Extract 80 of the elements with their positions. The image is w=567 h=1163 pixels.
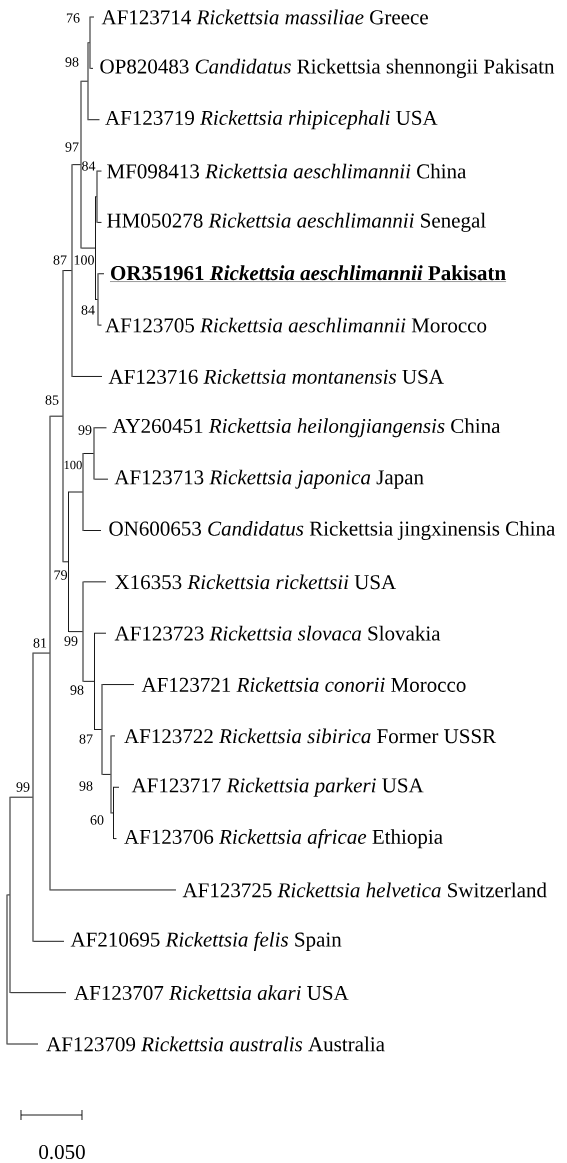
taxon-label: ON600653 Candidatus Rickettsia jingxinensis China <box>109 520 556 541</box>
bootstrap-value: 81 <box>33 638 47 648</box>
bootstrap-value: 84 <box>81 305 95 315</box>
branch-line <box>63 561 69 563</box>
taxon-label: AF123723 Rickettsia slovaca Slovakia <box>114 625 441 641</box>
taxon-label: AF123705 Rickettsia aeschlimannii Morocco <box>105 317 487 333</box>
taxon-label: HM050278 Rickettsia aeschlimannii Senegal <box>107 212 486 232</box>
branch-line <box>68 491 83 493</box>
bootstrap-value: 100 <box>74 255 94 265</box>
bootstrap-value: 76 <box>66 13 80 23</box>
bootstrap-value: 99 <box>16 782 30 792</box>
branch-line <box>98 324 102 326</box>
bootstrap-value: 100 <box>64 460 82 470</box>
taxon-label: AF123725 Rickettsia helvetica Switzerland <box>182 882 547 898</box>
branch-line <box>63 270 72 271</box>
taxon-label: OP820483 Candidatus Rickettsia shennongii Pakisatn <box>100 58 555 78</box>
taxon-label: AF123722 Rickettsia sibirica Former USSR <box>124 728 497 744</box>
bootstrap-value: 97 <box>65 142 79 152</box>
branch-line <box>111 812 114 814</box>
taxon-label: AF210695 Rickettsia felis Spain <box>70 931 342 951</box>
branch-line <box>7 1043 39 1045</box>
bootstrap-value: 85 <box>45 395 59 405</box>
taxon-label: AF123719 Rickettsia rhipicephali USA <box>105 110 438 130</box>
branch-line <box>88 42 90 44</box>
branch-line <box>83 581 107 583</box>
branch-line <box>97 221 102 223</box>
taxon-label: AY260451 Rickettsia heilongjiangensis China <box>112 418 501 438</box>
branch-line <box>83 530 102 531</box>
scale-value: 0.050 <box>39 1144 85 1160</box>
branch-line <box>94 478 109 480</box>
branch-line <box>83 680 95 682</box>
bootstrap-value: 87 <box>79 734 93 744</box>
bootstrap-value: 79 <box>54 570 68 580</box>
branch-line <box>94 729 102 730</box>
branch-line <box>10 796 33 798</box>
branch-line <box>95 196 97 198</box>
taxon-label: AF123706 Rickettsia africae Ethiopia <box>124 829 443 849</box>
bootstrap-value: 98 <box>79 781 93 791</box>
branch-line <box>81 247 96 249</box>
branch-line <box>88 119 100 121</box>
bootstrap-value: 87 <box>53 255 67 265</box>
taxon-label: AF123717 Rickettsia parkeri USA <box>131 777 424 797</box>
taxon-label: AF123714 Rickettsia massiliae Greece <box>101 9 428 25</box>
branch-line <box>90 67 94 69</box>
taxon-label: MF098413 Rickettsia aeschlimannii China <box>107 163 467 179</box>
taxon-label: AF123707 Rickettsia akari USA <box>74 985 349 1001</box>
taxon-label: AF123721 Rickettsia conorii Morocco <box>141 677 466 692</box>
branch-line <box>94 632 107 634</box>
bootstrap-value: 99 <box>64 636 78 646</box>
bootstrap-value: 98 <box>65 57 79 67</box>
branch-line <box>33 652 50 654</box>
branch-line <box>83 453 94 454</box>
branch-line <box>72 376 103 377</box>
branch-line <box>90 16 95 18</box>
branch-line <box>98 273 105 275</box>
taxon-label: AF123709 Rickettsia australis Australia <box>46 1036 385 1052</box>
branch-line <box>7 894 10 896</box>
branch-line <box>113 838 117 840</box>
branch-line <box>94 427 107 429</box>
bootstrap-value: 60 <box>90 815 104 825</box>
branch-line <box>10 992 67 994</box>
taxon-label: AF123716 Rickettsia montanensis USA <box>108 369 444 384</box>
branch-line <box>111 735 116 737</box>
branch-line <box>72 164 81 166</box>
branch-line <box>95 299 98 300</box>
branch-line <box>50 415 63 417</box>
branch-line <box>81 80 88 82</box>
bootstrap-value: 99 <box>78 425 92 435</box>
branch-line <box>97 170 102 172</box>
branch-line <box>33 940 65 942</box>
branch-line <box>68 631 83 633</box>
taxon-label: AF123713 Rickettsia japonica Japan <box>114 469 424 489</box>
branch-line <box>102 773 111 775</box>
bootstrap-value: 98 <box>70 685 84 695</box>
branch-line <box>102 684 135 685</box>
bootstrap-value: 84 <box>82 161 96 171</box>
taxon-label: OR351961 Rickettsia aeschlimannii Pakisatn <box>109 265 507 282</box>
branch-line <box>113 786 120 788</box>
branch-line <box>50 889 177 891</box>
taxon-label: X16353 Rickettsia rickettsii USA <box>114 574 397 590</box>
